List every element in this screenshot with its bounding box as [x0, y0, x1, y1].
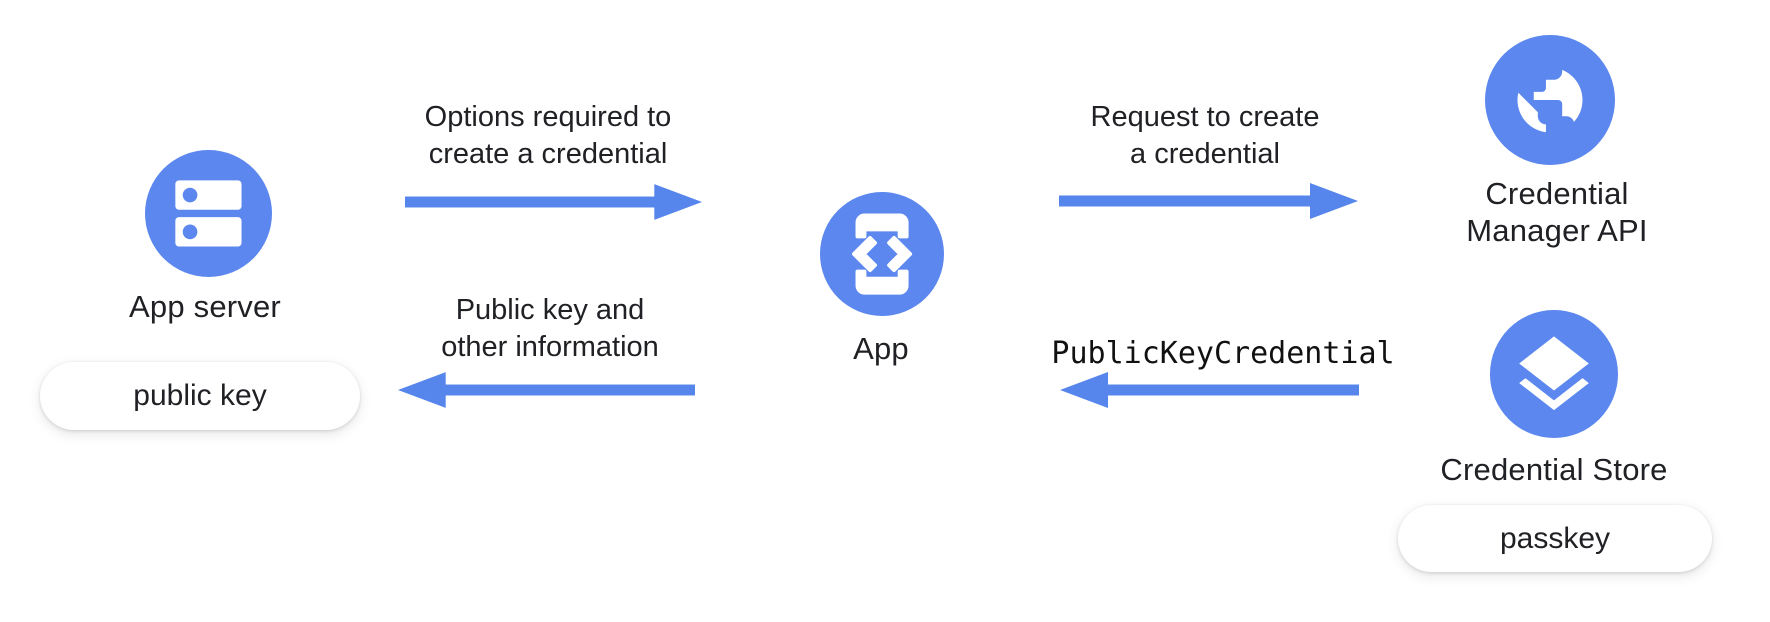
app-server-node [145, 150, 272, 277]
arrow-left-public-key-icon [397, 372, 695, 408]
credential-store-node [1490, 310, 1618, 438]
public-key-credential-label: PublicKeyCredential [1051, 336, 1395, 371]
public-key-info-label: Public key and other information [441, 294, 659, 363]
credential-store-label: Credential Store [1440, 452, 1668, 487]
credential-manager-api-label: Credential Manager API [1466, 176, 1648, 248]
request-to-create-label: Request to create a credential [1090, 101, 1320, 170]
public-key-badge-text: public key [133, 379, 267, 412]
passkey-badge: passkey [1398, 505, 1712, 572]
phone-code-icon [820, 192, 944, 316]
layers-icon [1490, 310, 1618, 438]
public-key-badge: public key [40, 362, 360, 430]
app-node [820, 192, 944, 316]
globe-icon [1485, 35, 1615, 165]
server-icon [145, 150, 272, 277]
app-label: App [853, 331, 909, 366]
arrow-left-publickeycredential-icon [1060, 372, 1359, 408]
app-server-label: App server [129, 289, 281, 324]
passkey-badge-text: passkey [1499, 521, 1611, 555]
arrow-right-options-icon [405, 184, 703, 220]
credential-manager-api-node [1485, 35, 1615, 165]
options-to-create-label: Options required to create a credential [424, 101, 672, 170]
arrow-right-request-icon [1059, 183, 1358, 219]
